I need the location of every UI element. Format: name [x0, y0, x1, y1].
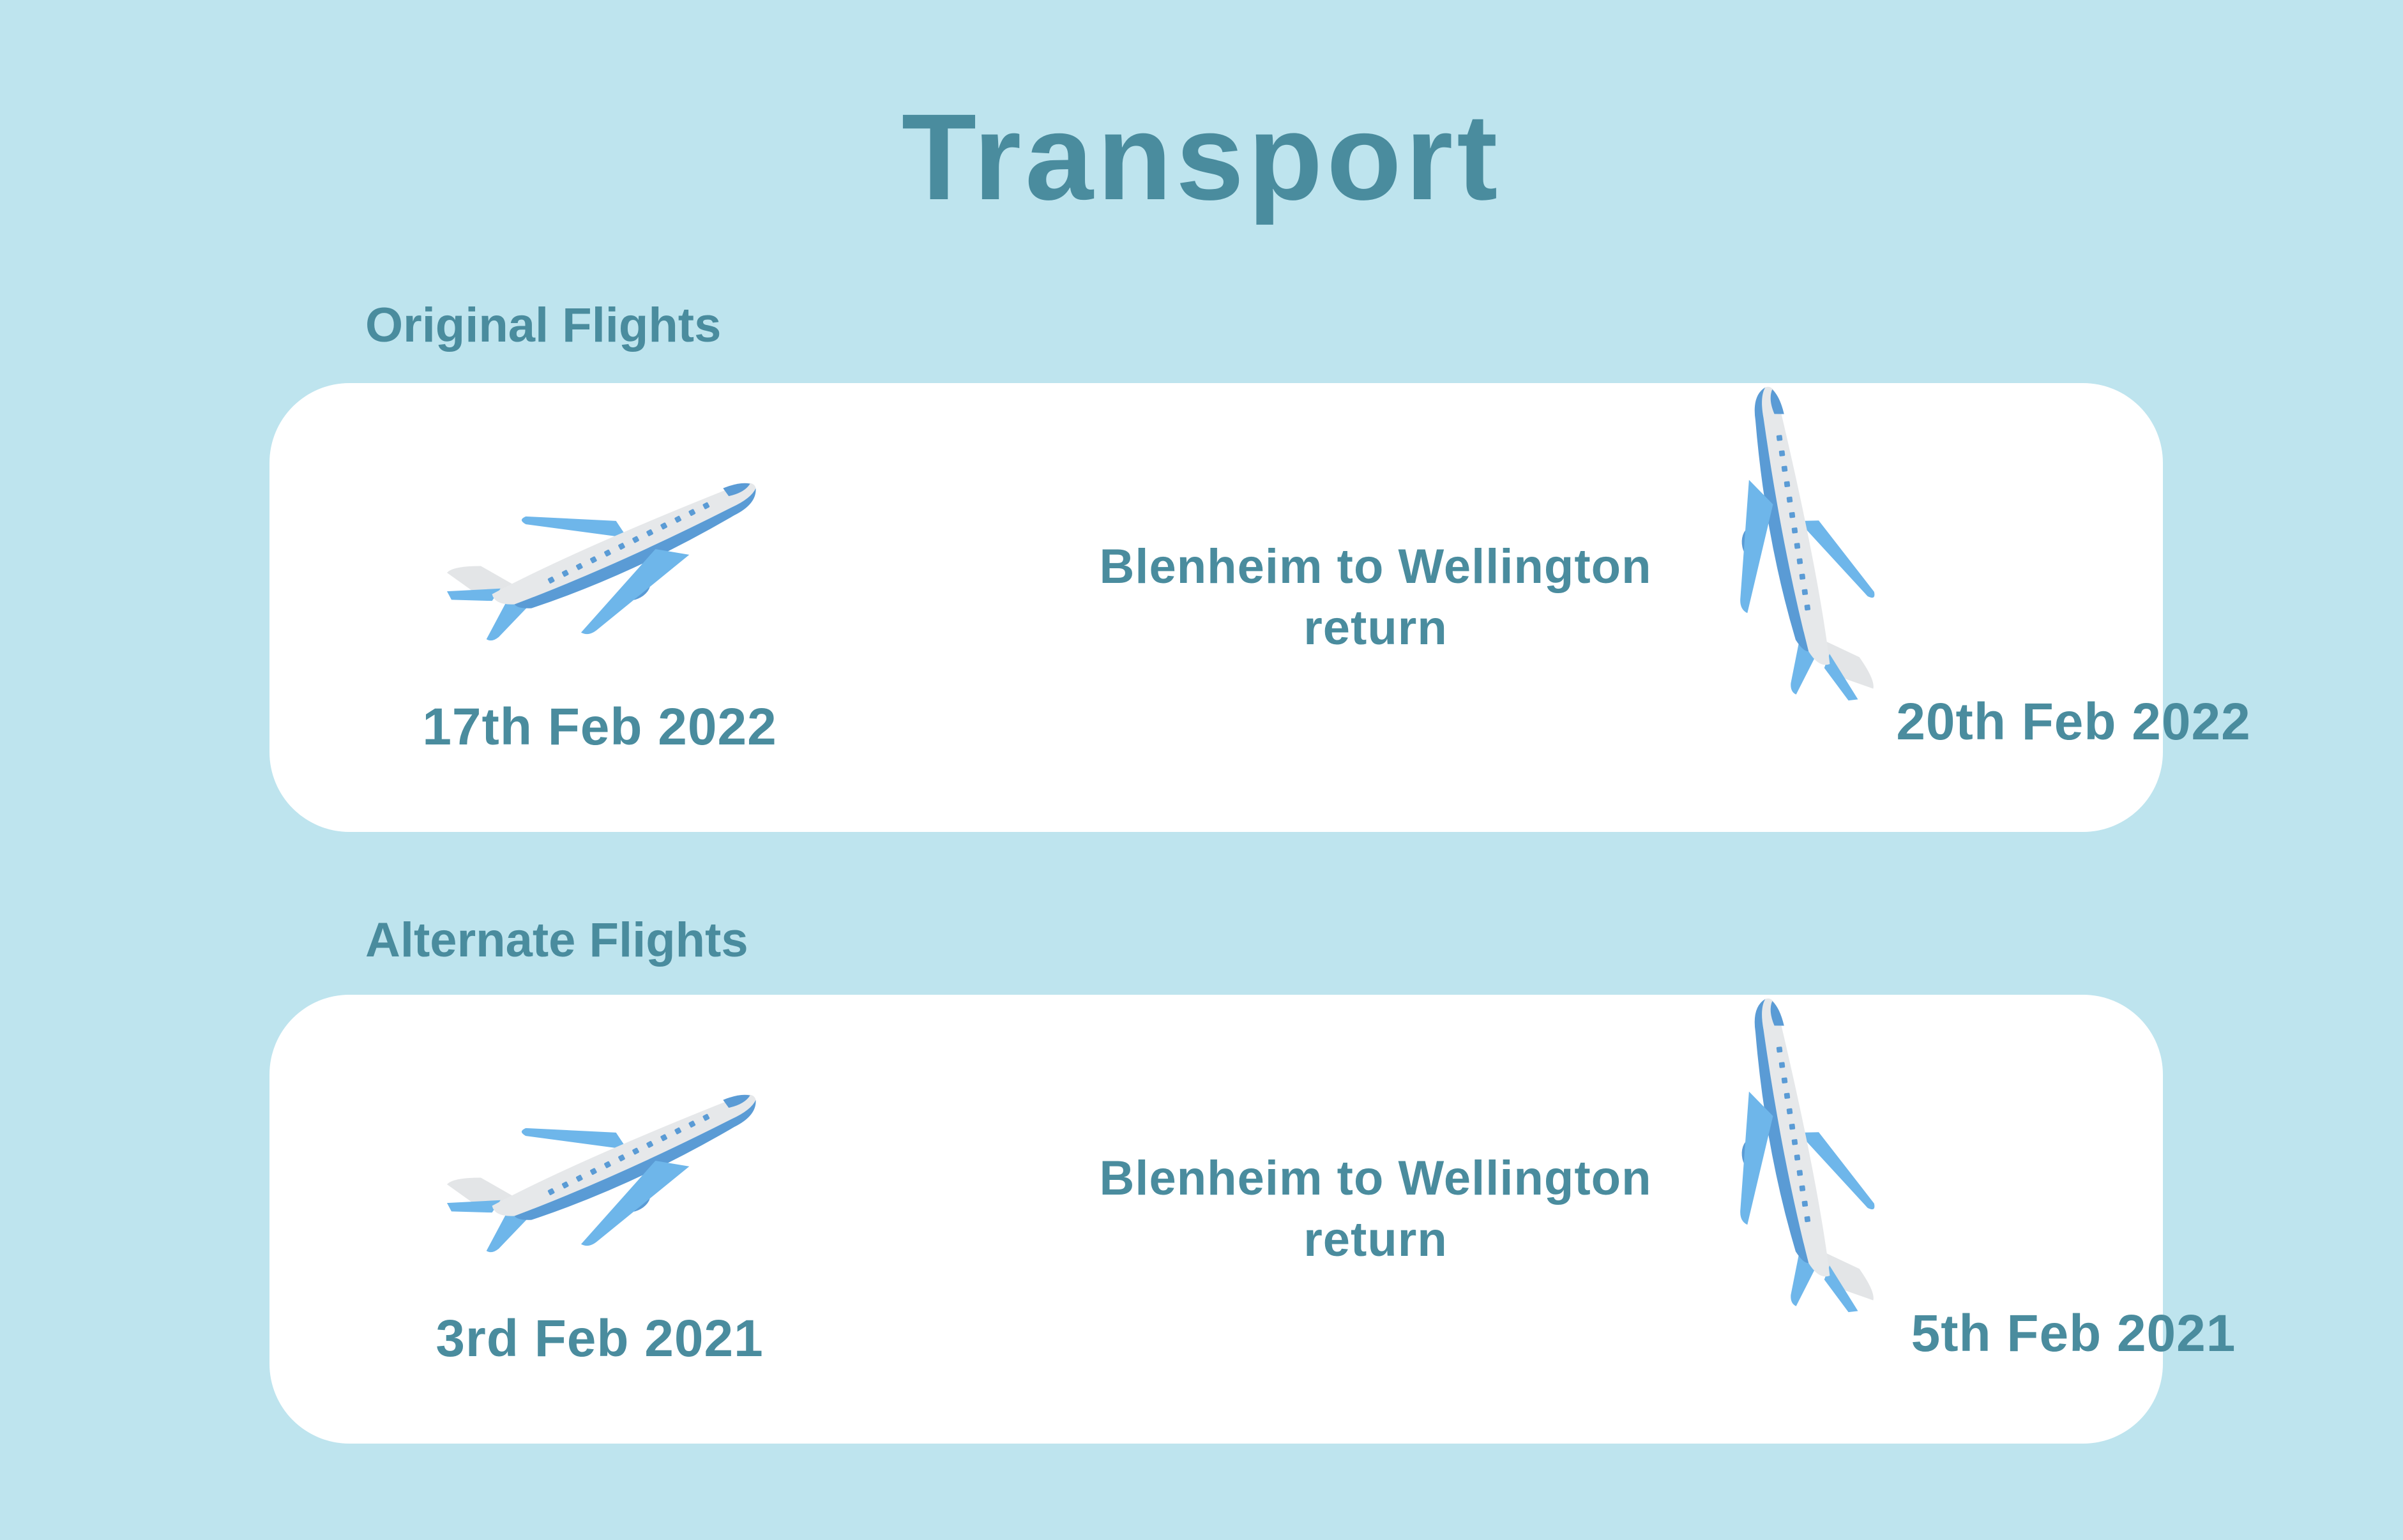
departure-date: 17th Feb 2022: [422, 698, 777, 756]
flight-card-original: Blenheim to Wellington return 17th Feb 2…: [269, 383, 2250, 832]
page-title: Transport: [901, 88, 1502, 225]
departure-date: 3rd Feb 2021: [436, 1310, 764, 1368]
flight-card-alternate: Blenheim to Wellington return 3rd Feb 20…: [269, 995, 2235, 1444]
return-date: 20th Feb 2022: [1896, 693, 2251, 751]
route-text: Blenheim to Wellington return: [1099, 540, 1652, 655]
airplane-landing-icon: [1623, 384, 1981, 728]
route-text: Blenheim to Wellington return: [1099, 1151, 1652, 1267]
airplane-landing-icon: [1623, 995, 1981, 1340]
section-heading-original-flights: Original Flights: [365, 298, 722, 352]
airplane-takeoff-icon: [426, 453, 784, 645]
section-heading-alternate-flights: Alternate Flights: [365, 913, 748, 967]
airplane-takeoff-icon: [426, 1065, 784, 1257]
return-date: 5th Feb 2021: [1911, 1304, 2236, 1363]
